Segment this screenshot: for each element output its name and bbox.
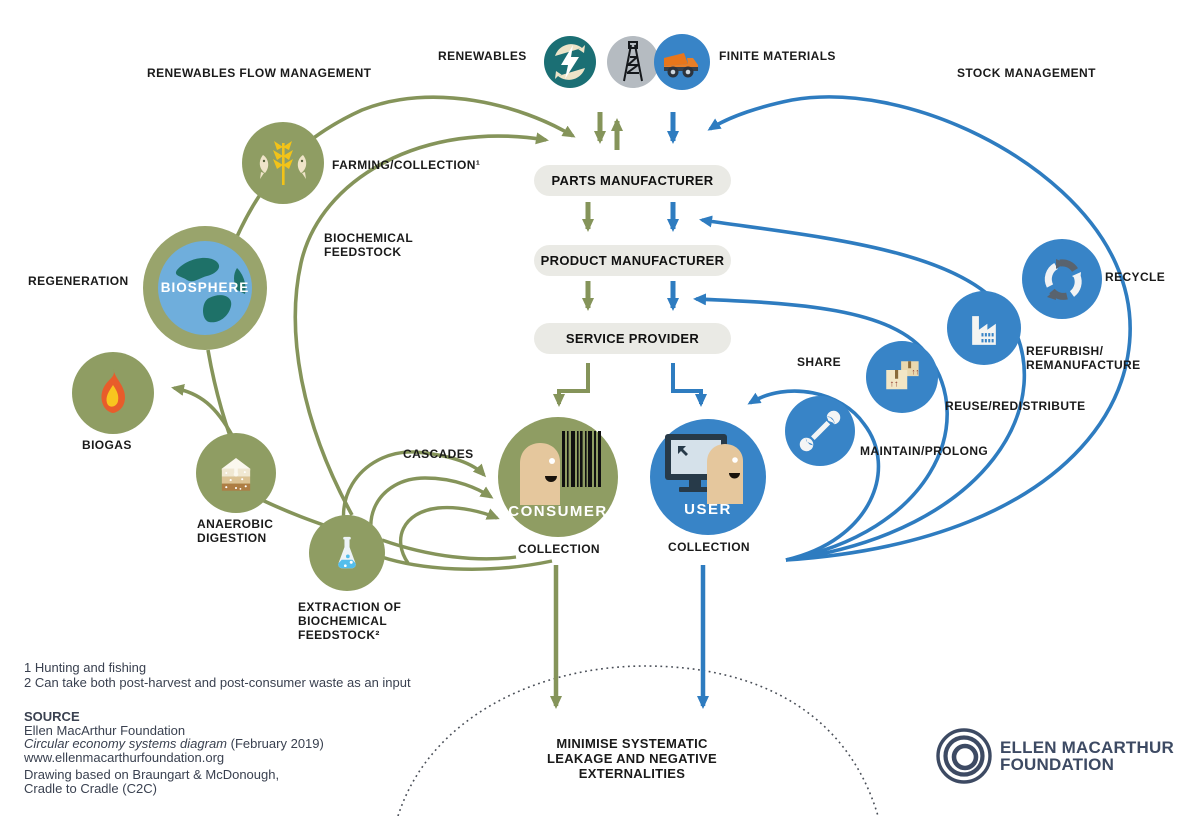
user-label: USER	[684, 501, 732, 518]
soil-layers-icon	[221, 457, 251, 491]
emf-logo	[934, 726, 994, 791]
consumer-label: CONSUMER	[508, 503, 608, 520]
recycle-icon	[1044, 259, 1082, 300]
maintain-node	[785, 396, 855, 466]
service-provider-box: SERVICE PROVIDER	[534, 323, 731, 354]
wheat-fish-icon	[259, 141, 307, 185]
flow-extraction-to-parts	[293, 132, 549, 516]
flow-collection-to-cascades	[367, 550, 553, 571]
renewables-energy-icon	[544, 36, 596, 88]
source-org: Ellen MacArthur Foundation	[24, 722, 186, 738]
extraction-label: EXTRACTION OF BIOCHEMICAL FEEDSTOCK²	[298, 600, 402, 642]
svg-text:↑↑: ↑↑	[912, 367, 920, 376]
flow-extraction-to-cascades	[381, 538, 517, 561]
consumer-barcode-icon	[520, 431, 601, 505]
share-label: SHARE	[797, 355, 842, 369]
renewables-flow-management-title: RENEWABLES FLOW MANAGEMENT	[147, 66, 372, 80]
consumer-node: CONSUMER	[498, 417, 618, 537]
flame-icon	[101, 369, 125, 413]
flow-anaerobic-to-biogas	[171, 384, 235, 438]
footnote-2: 2 Can take both post-harvest and post-co…	[24, 675, 411, 690]
parts-manufacturer-label: PARTS MANUFACTURER	[551, 173, 714, 188]
biochemical-feedstock-label: BIOCHEMICAL FEEDSTOCK	[324, 231, 414, 259]
refurbish-node	[947, 291, 1021, 365]
arrow-service-consumer	[553, 363, 590, 407]
collection-user-label: COLLECTION	[668, 540, 750, 554]
user-node: USER	[650, 419, 766, 535]
biosphere-label: BIOSPHERE	[160, 280, 250, 295]
dump-truck-icon	[654, 34, 710, 90]
collection-consumer-label: COLLECTION	[518, 542, 600, 556]
anaerobic-digestion-node	[196, 433, 276, 513]
emf-logo-rings-icon	[936, 728, 992, 784]
svg-text:↑↑: ↑↑	[890, 379, 899, 389]
factory-icon	[972, 316, 996, 345]
wrench-icon	[799, 410, 841, 452]
refurbish-remanufacture-label: REFURBISH/ REMANUFACTURE	[1026, 344, 1141, 372]
source-credit-2: Cradle to Cradle (C2C)	[24, 780, 157, 796]
user-monitor-icon	[665, 434, 743, 504]
earth-globe-icon	[158, 241, 252, 335]
renewables-label: RENEWABLES	[438, 49, 527, 63]
externalities-dotted-arc	[397, 665, 879, 816]
biogas-label: BIOGAS	[82, 438, 132, 452]
biogas-node	[72, 352, 154, 434]
reuse-redistribute-label: REUSE/REDISTRIBUTE	[945, 399, 1086, 413]
farming-collection-node	[242, 122, 324, 204]
source-credit-1: Drawing based on Braungart & McDonough,	[24, 767, 280, 782]
recycle-node	[1022, 239, 1102, 319]
extraction-node	[309, 515, 385, 591]
arrow-service-user	[671, 363, 707, 407]
footnote-1: 1 Hunting and fishing	[24, 660, 147, 675]
cascade-arrow-middle	[369, 476, 494, 562]
service-provider-label: SERVICE PROVIDER	[565, 331, 700, 346]
minimise-externalities-label: MINIMISE SYSTEMATIC LEAKAGE AND NEGATIVE…	[547, 736, 717, 781]
source-heading: SOURCE	[24, 709, 80, 724]
boxes-icon: ↑↑ ↑↑	[886, 361, 920, 390]
recycle-label: RECYCLE	[1105, 270, 1166, 284]
reuse-node: ↑↑ ↑↑	[866, 341, 938, 413]
farming-collection-label: FARMING/COLLECTION¹	[332, 158, 481, 172]
cascades-label: CASCADES	[403, 447, 474, 461]
oil-derrick-icon	[607, 36, 659, 88]
cascade-arrow-inner	[398, 505, 500, 564]
stock-management-title: STOCK MANAGEMENT	[957, 66, 1096, 80]
parts-manufacturer-box: PARTS MANUFACTURER	[534, 165, 731, 196]
biosphere-node: BIOSPHERE	[143, 226, 267, 350]
anaerobic-digestion-label: ANAEROBIC DIGESTION	[197, 517, 274, 545]
source-title-line: Circular economy systems diagram (Februa…	[24, 736, 324, 751]
flask-icon	[338, 536, 356, 569]
loop-maintain	[747, 389, 881, 562]
regeneration-label: REGENERATION	[28, 274, 129, 288]
source-block: SOURCE Ellen MacArthur Foundation Circul…	[24, 710, 324, 795]
source-url[interactable]: www.ellenmacarthurfoundation.org	[24, 749, 225, 765]
product-manufacturer-box: PRODUCT MANUFACTURER	[534, 245, 731, 276]
loop-recycle	[707, 95, 1132, 562]
emf-logo-text: ELLEN MACARTHUR FOUNDATION	[1000, 738, 1174, 774]
product-manufacturer-label: PRODUCT MANUFACTURER	[540, 253, 725, 268]
maintain-prolong-label: MAINTAIN/PROLONG	[860, 444, 989, 458]
finite-materials-label: FINITE MATERIALS	[719, 49, 836, 63]
